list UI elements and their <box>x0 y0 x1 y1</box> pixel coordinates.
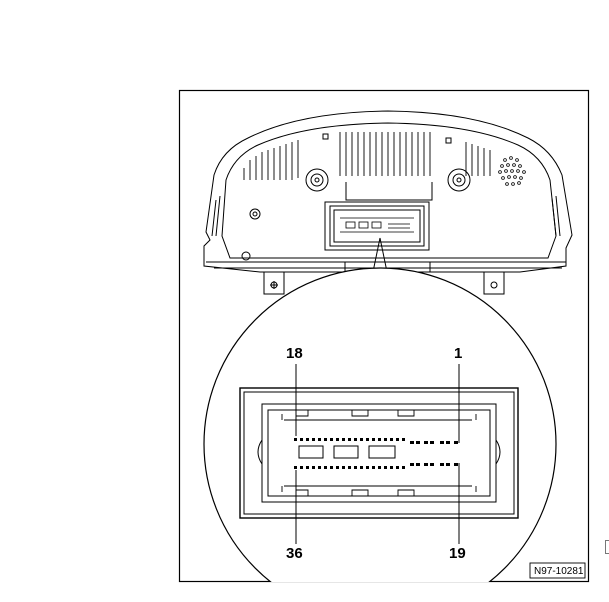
pin-upper-16 <box>384 438 387 441</box>
pin-lower-11 <box>354 466 357 469</box>
edge-marker <box>605 540 609 554</box>
pin-lower-3 <box>306 466 309 469</box>
pin-upper-1 <box>294 438 297 441</box>
reference-code: N97-10281 <box>534 566 584 577</box>
pin-upper-23 <box>430 441 434 444</box>
pin-lower-14 <box>372 466 375 469</box>
pin-lower-18 <box>396 466 399 469</box>
pin-lower-5 <box>318 466 321 469</box>
pin-lower-6 <box>324 466 327 469</box>
pin-lower-25 <box>446 463 450 466</box>
connector-pin-rows <box>294 438 458 469</box>
pin-upper-10 <box>348 438 351 441</box>
instrument-cluster-rear-view <box>203 110 573 295</box>
pin-upper-8 <box>336 438 339 441</box>
pin-upper-17 <box>390 438 393 441</box>
pin-upper-6 <box>324 438 327 441</box>
pin-upper-3 <box>306 438 309 441</box>
pin-lower-1 <box>294 466 297 469</box>
pin-upper-26 <box>454 441 458 444</box>
reference-code-box <box>529 562 586 579</box>
pin-lower-13 <box>366 466 369 469</box>
pin-lower-2 <box>300 466 303 469</box>
pin-label-18: 18 <box>286 345 303 362</box>
pin-upper-19 <box>402 438 405 441</box>
pin-upper-14 <box>372 438 375 441</box>
pin-label-1: 1 <box>454 345 462 362</box>
pin-lower-20 <box>410 463 414 466</box>
pin-upper-22 <box>424 441 428 444</box>
pin-upper-25 <box>446 441 450 444</box>
pin-upper-15 <box>378 438 381 441</box>
enlarged-connector <box>239 387 519 519</box>
pin-upper-18 <box>396 438 399 441</box>
pin-upper-5 <box>318 438 321 441</box>
pin-upper-11 <box>354 438 357 441</box>
pin-upper-13 <box>366 438 369 441</box>
pin-upper-20 <box>410 441 414 444</box>
pin-label-leaders <box>295 364 460 544</box>
pin-lower-4 <box>312 466 315 469</box>
pin-upper-12 <box>360 438 363 441</box>
magnified-view-circle <box>203 267 557 582</box>
pin-lower-16 <box>384 466 387 469</box>
pin-lower-22 <box>424 463 428 466</box>
pin-lower-12 <box>360 466 363 469</box>
pin-lower-8 <box>336 466 339 469</box>
pin-upper-7 <box>330 438 333 441</box>
pin-lower-7 <box>330 466 333 469</box>
pin-lower-17 <box>390 466 393 469</box>
pin-lower-24 <box>440 463 444 466</box>
pin-upper-4 <box>312 438 315 441</box>
pin-upper-2 <box>300 438 303 441</box>
pin-lower-15 <box>378 466 381 469</box>
pin-lower-19 <box>402 466 405 469</box>
pin-lower-10 <box>348 466 351 469</box>
pin-lower-23 <box>430 463 434 466</box>
pin-upper-21 <box>416 441 420 444</box>
pin-label-36: 36 <box>286 545 303 562</box>
pin-label-19: 19 <box>449 545 466 562</box>
pin-upper-24 <box>440 441 444 444</box>
pin-lower-21 <box>416 463 420 466</box>
pin-lower-9 <box>342 466 345 469</box>
pin-lower-26 <box>454 463 458 466</box>
pin-upper-9 <box>342 438 345 441</box>
